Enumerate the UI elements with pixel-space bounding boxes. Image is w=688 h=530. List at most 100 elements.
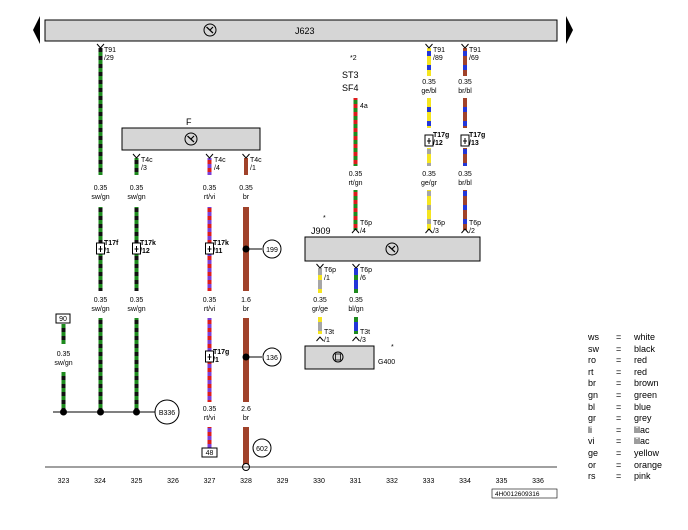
wire-323-top — [61, 324, 66, 344]
conn-t3t-1-b: /1 — [324, 337, 330, 344]
sensor-g400-symbol-icon — [332, 351, 344, 363]
wire-333-mid — [427, 98, 431, 128]
control-unit-j623 — [44, 19, 558, 42]
conn-t17k-11-b: /11 — [213, 248, 222, 255]
legend-color-name: lilac — [634, 424, 650, 435]
legend-equals: = — [616, 436, 622, 447]
conn-t4c-3-b: /3 — [141, 165, 147, 172]
conn-t6p-2-a: T6p — [469, 220, 481, 227]
legend-code: bl — [588, 401, 596, 412]
conn-t6p-6-a: T6p — [360, 267, 372, 274]
junction-dot — [133, 408, 140, 416]
legend-row: rt=red — [588, 367, 662, 379]
ref-circle-602[interactable] — [252, 438, 272, 458]
legend-code: ws — [588, 332, 599, 342]
wire-333-bot — [427, 190, 431, 230]
wire-330-upper — [318, 268, 322, 293]
wire-label-color: br/bl — [458, 180, 472, 187]
wire-label-color: ge/bl — [421, 88, 437, 95]
wire-label-color: rt/vi — [204, 194, 216, 201]
legend-code: gn — [588, 389, 599, 400]
wire-label-size: 0.35 — [57, 351, 71, 358]
wire-334-mid — [463, 98, 467, 128]
nav-prev-arrow-icon[interactable] — [33, 16, 40, 44]
junction-dot — [97, 408, 104, 416]
conn-t17g-1-a: T17g — [213, 349, 229, 356]
conn-t4c-4-b: /4 — [214, 165, 220, 172]
legend-color-name: yellow — [634, 447, 660, 458]
legend-row: bl=blue — [588, 402, 662, 414]
conn-t3t-3-a: T3t — [360, 329, 370, 336]
wire-label-color: ge/gr — [421, 180, 438, 187]
legend-equals: = — [616, 332, 622, 342]
g400-label: G400 — [378, 359, 395, 366]
sf4-label: SF4 — [342, 83, 359, 93]
st3-pin-label: 4a — [360, 103, 368, 110]
legend-row: ws = white — [588, 332, 662, 344]
legend-code: sw — [588, 343, 599, 354]
wire-327-top — [207, 158, 212, 175]
column-number: 332 — [386, 478, 398, 485]
conn-t17f-a: T17f — [104, 240, 119, 247]
legend-row: sw=black — [588, 344, 662, 356]
wire-334-top — [463, 48, 467, 76]
wire-label-color: sw/gn — [127, 194, 145, 201]
conn-t17g-1-b: /1 — [213, 357, 219, 364]
conn-t6p-2-b: /2 — [469, 228, 475, 235]
legend-color-name: pink — [634, 471, 651, 482]
legend-color-name: grey — [634, 413, 652, 424]
g400-footnote: * — [391, 344, 394, 351]
ref-602-label: 602 — [256, 446, 268, 453]
legend-equals: = — [616, 355, 622, 366]
ref-box-90[interactable] — [55, 313, 71, 324]
wire-label-size: 2.6 — [241, 406, 251, 413]
column-number: 333 — [423, 478, 435, 485]
control-unit-j909 — [304, 236, 481, 262]
ref-circle-b336[interactable] — [154, 399, 180, 425]
f-label: F — [186, 117, 192, 127]
conn-t91-89-a: T91 — [433, 47, 445, 54]
wire-325-bot — [134, 318, 139, 412]
conn-t17g-13-a: T17g — [469, 132, 485, 139]
connector-arrows — [96, 43, 469, 342]
ref-circle-136[interactable] — [262, 347, 282, 367]
sensor-g400 — [304, 345, 375, 370]
conn-t17k-12-b: /12 — [140, 248, 150, 255]
wire-label-size: 0.35 — [313, 297, 327, 304]
column-number: 329 — [277, 478, 289, 485]
legend-color-name: red — [634, 355, 648, 366]
ref-box-48[interactable] — [201, 447, 218, 458]
conn-t4c-1-a: T4c — [250, 157, 262, 164]
st3-footnote: *2 — [350, 55, 357, 62]
wire-label-color: rt/vi — [204, 415, 216, 422]
legend-color-name: white — [634, 332, 656, 342]
conn-t4c-1-b: /1 — [250, 165, 256, 172]
legend-equals: = — [616, 343, 622, 354]
wire-328-bot — [243, 427, 249, 465]
wire-label-size: 0.35 — [349, 297, 363, 304]
wire-label-size: 0.35 — [94, 185, 108, 192]
wire-label-size: 0.35 — [422, 171, 436, 178]
component-f-symbol-icon — [184, 132, 198, 146]
column-number: 330 — [313, 478, 325, 485]
wire-331-top — [353, 98, 358, 166]
legend-row: ge=yellow — [588, 448, 662, 460]
nav-next-arrow-icon[interactable] — [566, 16, 573, 44]
ref-box-90-label: 90 — [59, 316, 67, 323]
wire-label-color: bl/gn — [348, 306, 363, 313]
wire-323-bot — [61, 372, 66, 412]
conn-t4c-4-a: T4c — [214, 157, 226, 164]
wire-label-color: sw/gn — [54, 360, 72, 367]
conn-t17g-13-b: /13 — [469, 140, 479, 147]
wire-label-size: 0.35 — [130, 185, 144, 192]
j623-label: J623 — [295, 26, 315, 36]
wire-label-size: 0.35 — [203, 406, 217, 413]
conn-t6p-4-b: /4 — [360, 228, 366, 235]
legend-row: ro=red — [588, 355, 662, 367]
doc-code: 4H0012609316 — [495, 491, 540, 498]
column-number: 331 — [350, 478, 362, 485]
legend-row: li=lilac — [588, 425, 662, 437]
conn-t17k-11-a: T17k — [213, 240, 229, 247]
ref-circle-199[interactable] — [262, 239, 282, 259]
